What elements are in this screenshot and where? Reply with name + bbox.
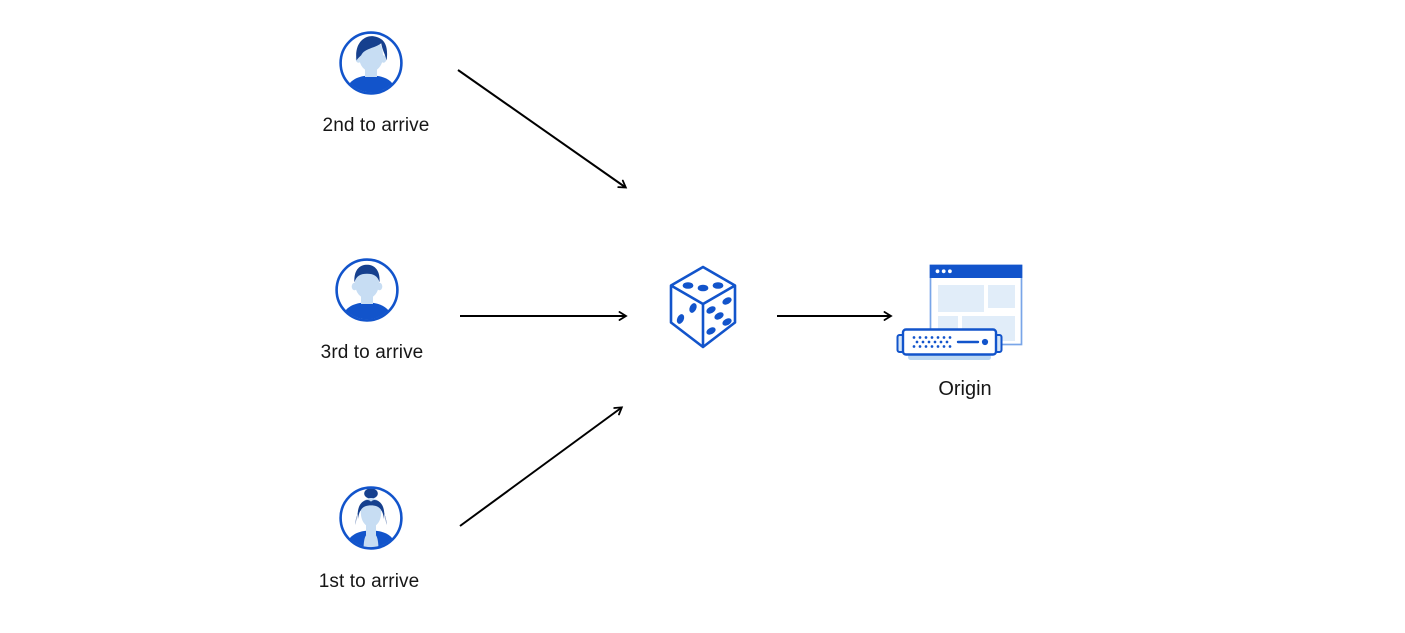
arrow-visitor-1st-to-dice <box>459 406 624 527</box>
server-icon <box>896 328 1003 360</box>
man-avatar-short-hair-icon <box>335 258 399 322</box>
visitor-label-3rd: 3rd to arrive <box>320 342 424 363</box>
browser-window-and-server-icon <box>896 264 1023 360</box>
woman-avatar-bun-icon <box>339 486 403 550</box>
man-avatar-swept-hair-icon <box>339 31 403 95</box>
dice-icon <box>669 265 737 349</box>
visitor-label-1st: 1st to arrive <box>318 571 420 592</box>
origin-label: Origin <box>938 378 992 400</box>
arrow-visitor-2nd-to-dice <box>457 69 628 189</box>
visitor-label-2nd: 2nd to arrive <box>322 115 430 136</box>
